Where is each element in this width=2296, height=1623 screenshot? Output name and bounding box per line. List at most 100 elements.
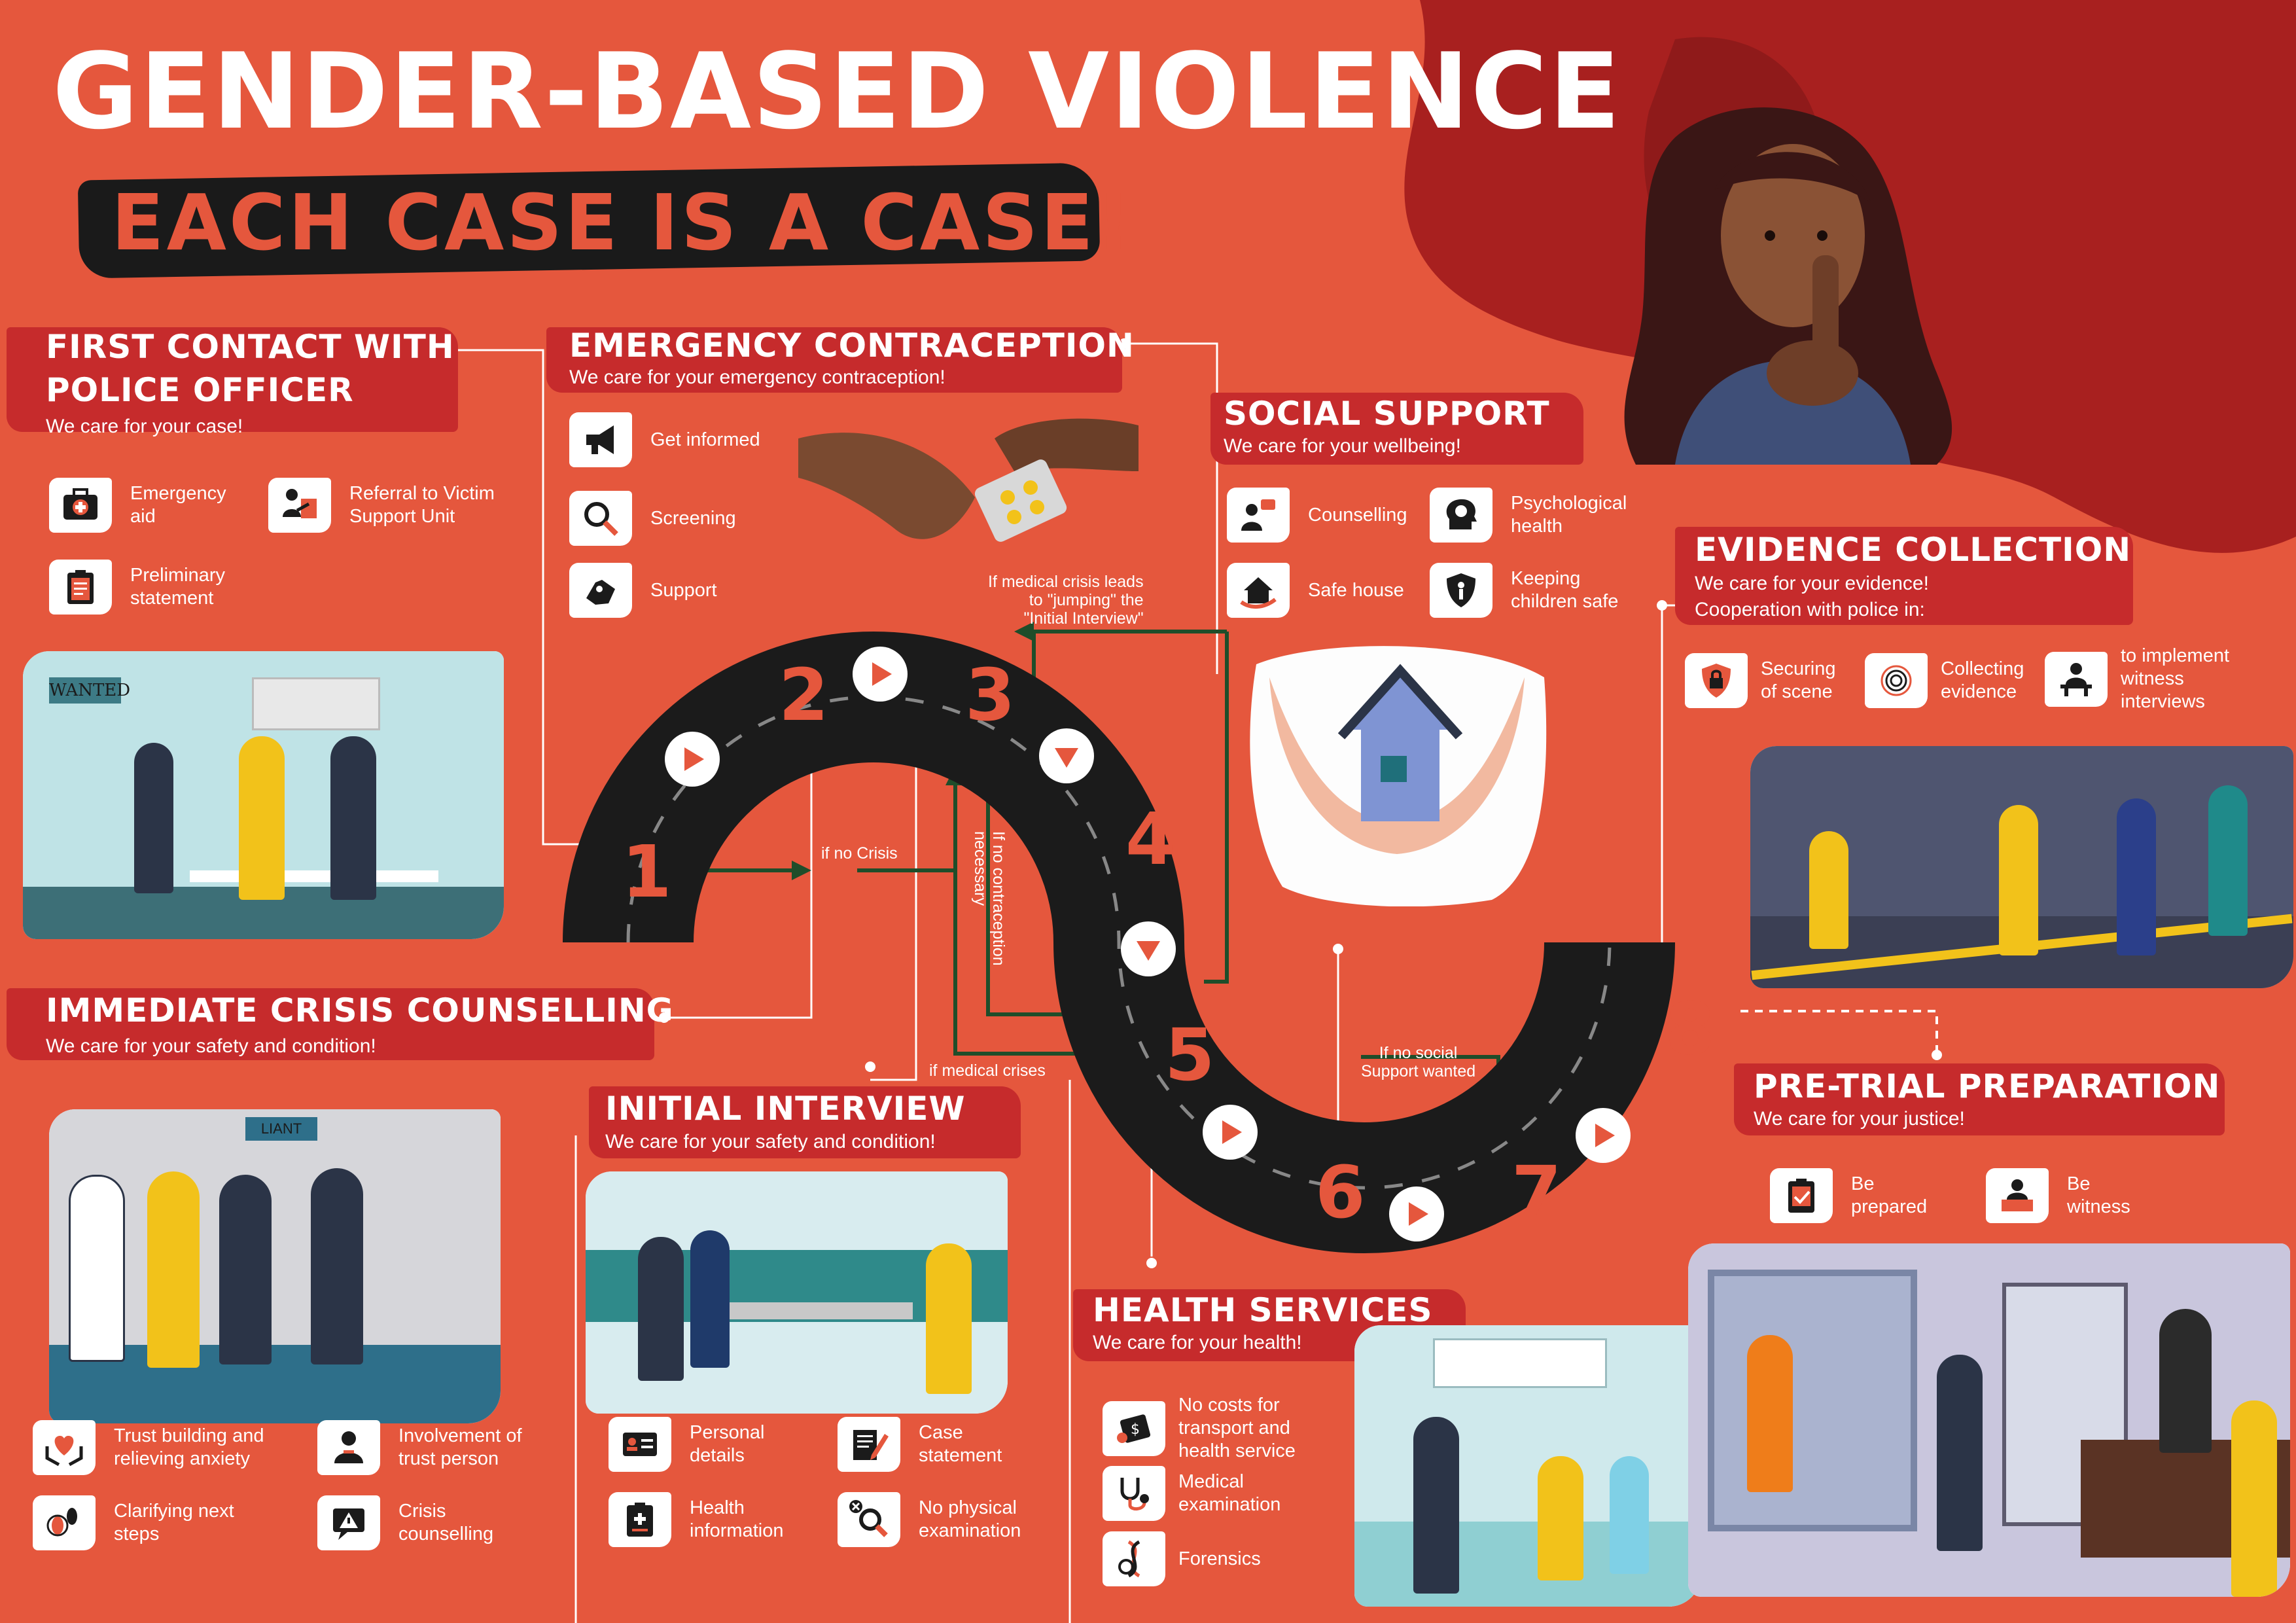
- crisis-counselling-title: IMMEDIATE CRISIS COUNSELLING: [46, 991, 674, 1029]
- id-card-icon: [623, 1433, 657, 1456]
- step-marker-6: [1389, 1186, 1444, 1241]
- first-contact-banner: [7, 327, 458, 432]
- emergency-contraception-title: EMERGENCY CONTRACEPTION: [569, 327, 1135, 365]
- item-preliminary-statement: Preliminary statement: [49, 560, 225, 615]
- item-be-witness: Be witness: [1986, 1168, 2130, 1223]
- step-number-1: 1: [622, 830, 672, 914]
- page-subtitle: EACH CASE IS A CASE!: [111, 177, 1134, 268]
- item-trust-person: Involvement of trust person: [317, 1420, 522, 1475]
- wanted-sign: WANTED: [49, 677, 130, 704]
- item-support: Support: [569, 563, 717, 618]
- note-medical-jump: If medical crisis leads to "jumping" the…: [988, 573, 1144, 628]
- initial-interview-subtitle: We care for your safety and condition!: [605, 1131, 936, 1152]
- pretrial-banner: [1734, 1063, 2225, 1135]
- item-crisis-counselling: Crisis counselling: [317, 1495, 493, 1550]
- item-be-prepared: Be prepared: [1770, 1168, 1927, 1223]
- svg-text:$: $: [1131, 1421, 1140, 1438]
- woman-illustration: [1624, 107, 1952, 465]
- step-marker-5: [1203, 1105, 1258, 1160]
- liant-sign: LIANT: [245, 1117, 317, 1141]
- heart-hands-icon: [45, 1436, 83, 1467]
- evidence-collection-title: EVIDENCE COLLECTION: [1695, 531, 2132, 569]
- first-contact-title-1: FIRST CONTACT WITH: [46, 328, 455, 366]
- interview-room-illustration: [586, 1171, 1008, 1414]
- item-trust-building: Trust building and relieving anxiety: [33, 1420, 264, 1475]
- item-securing-scene: Securing of scene: [1685, 653, 1835, 708]
- witness-icon: [2060, 662, 2092, 696]
- item-safe-house: Safe house: [1227, 563, 1404, 618]
- pretrial-subtitle: We care for your justice!: [1754, 1108, 1965, 1130]
- step-number-4: 4: [1125, 797, 1176, 881]
- house-in-hands-illustration: [1250, 646, 1547, 906]
- step-marker-3: [1039, 728, 1094, 783]
- brain-icon: [1446, 499, 1477, 529]
- pretrial-title: PRE-TRIAL PREPARATION: [1754, 1067, 2221, 1105]
- evidence-collection-banner: [1675, 527, 2133, 625]
- referral-icon: [283, 489, 317, 518]
- item-keeping-children-safe: Keeping children safe: [1430, 563, 1618, 618]
- checklist-icon: [1788, 1179, 1814, 1213]
- initial-interview-banner: [589, 1086, 1021, 1158]
- item-case-statement: Case statement: [838, 1417, 1002, 1472]
- step-number-5: 5: [1165, 1013, 1215, 1097]
- item-collecting-evidence: Collecting evidence: [1865, 653, 2024, 708]
- item-witness-interviews: to implement witness interviews: [2045, 645, 2229, 713]
- lock-shield-icon: [1702, 664, 1731, 698]
- item-psychological-health: Psychological health: [1430, 488, 1627, 543]
- footsteps-icon: [46, 1508, 77, 1537]
- health-services-subtitle: We care for your health!: [1093, 1332, 1302, 1353]
- item-no-costs: $ No costs for transport and health serv…: [1103, 1394, 1296, 1463]
- item-no-physical-examination: No physical examination: [838, 1492, 1021, 1547]
- evidence-collection-subtitle-1: We care for your evidence!: [1695, 573, 1929, 594]
- first-contact-subtitle: We care for your case!: [46, 416, 243, 437]
- dna-icon: [1118, 1540, 1140, 1578]
- item-get-informed: Get informed: [569, 412, 760, 467]
- ticket-icon: $: [1117, 1414, 1151, 1443]
- initial-interview-title: INITIAL INTERVIEW: [605, 1090, 966, 1128]
- first-aid-icon: [63, 488, 97, 520]
- first-contact-title-2: POLICE OFFICER: [46, 371, 354, 409]
- item-emergency-aid: Emergency aid: [49, 478, 226, 533]
- social-support-subtitle: We care for your wellbeing!: [1224, 435, 1461, 457]
- note-no-crisis: if no Crisis: [821, 844, 898, 863]
- evidence-collection-subtitle-2: Cooperation with police in:: [1695, 599, 1925, 620]
- item-medical-examination: Medical examination: [1103, 1466, 1280, 1521]
- step-number-2: 2: [779, 653, 829, 737]
- note-no-social: If no social Support wanted: [1361, 1044, 1476, 1080]
- step-number-3: 3: [965, 653, 1016, 737]
- note-medical-crises: if medical crises: [929, 1061, 1046, 1080]
- item-forensics: Forensics: [1103, 1531, 1261, 1586]
- health-clipboard-icon: [627, 1503, 653, 1537]
- fingerprint-icon: [1881, 665, 1912, 696]
- pill-hands-illustration: [798, 418, 1139, 542]
- clipboard-icon: [67, 570, 94, 604]
- child-shield-icon: [1447, 573, 1475, 607]
- item-health-information: Health information: [609, 1492, 783, 1547]
- safe-house-icon: [1240, 577, 1277, 609]
- health-services-title: HEALTH SERVICES: [1093, 1291, 1433, 1329]
- crime-scene-illustration: [1750, 746, 2293, 988]
- witness-stand-icon: [2002, 1179, 2033, 1211]
- counselling-room-illustration: LIANT: [49, 1109, 501, 1423]
- item-counselling: Counselling: [1227, 488, 1407, 543]
- step-marker-4: [1121, 921, 1176, 976]
- item-referral: Referral to Victim Support Unit: [268, 478, 495, 533]
- item-screening: Screening: [569, 491, 736, 546]
- counselling-icon: [1241, 499, 1275, 531]
- magnifier-icon: [584, 502, 618, 536]
- step-marker-1: [665, 732, 720, 787]
- item-clarifying-next-steps: Clarifying next steps: [33, 1495, 234, 1550]
- social-support-title: SOCIAL SUPPORT: [1224, 395, 1550, 433]
- social-support-banner: [1210, 393, 1583, 465]
- support-hand-icon: [586, 580, 615, 605]
- step-marker-7: [1576, 1108, 1631, 1163]
- emergency-contraception-subtitle: We care for your emergency contraception…: [569, 366, 945, 388]
- person-icon: [334, 1431, 363, 1463]
- warning-chat-icon: [333, 1508, 364, 1540]
- no-exam-icon: [849, 1500, 888, 1537]
- pencil-paper-icon: [853, 1430, 889, 1460]
- crisis-counselling-subtitle: We care for your safety and condition!: [46, 1035, 376, 1057]
